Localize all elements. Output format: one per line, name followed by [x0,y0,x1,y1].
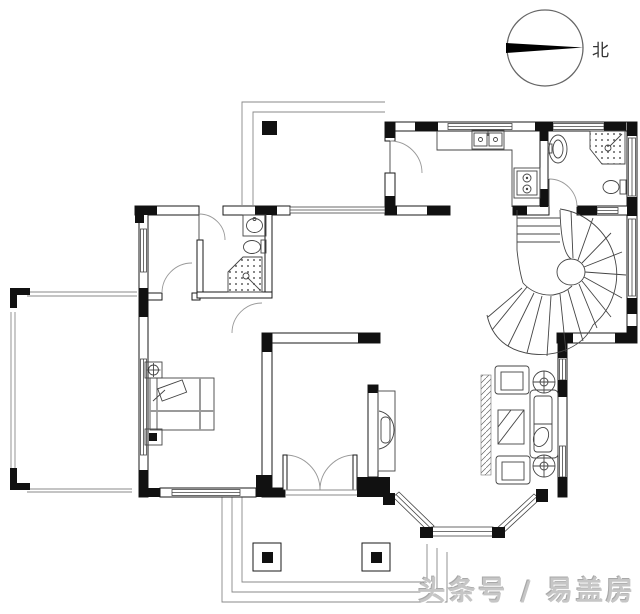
kitchen-sink-icon [471,129,505,150]
pedestal-sink-icon [547,134,568,164]
watermark: 头条号 / 易盖房 [418,576,636,607]
bathroom-small [227,214,267,293]
coffee-table-icon [497,409,525,445]
porch-column [361,542,391,572]
terrace-column [262,121,277,135]
terrace-top-outline [241,101,385,205]
entry-double-door [282,454,358,496]
sofa-icon [529,389,559,459]
living-room [377,365,559,485]
armchair-icon [494,365,530,395]
sink-icon [242,214,267,237]
porch-column [252,542,282,572]
armchair-icon [495,455,531,485]
kitchen-door [389,140,423,174]
bathroom-top-door [548,178,578,208]
side-table-icon [532,454,556,478]
terrace-corner-columns [10,288,30,490]
hall-door [161,262,193,294]
toilet-icon [243,239,267,254]
wall-columns [135,122,637,497]
stove-icon [513,167,541,199]
doors [161,140,578,496]
kitchen-counter [436,131,513,207]
bathroom-small-door [198,213,226,241]
north-label: 北 [592,41,609,61]
nightstand-icon [144,428,163,446]
tv-cabinet-icon [377,390,396,472]
north-compass: 北 [506,9,609,87]
corner-shower-icon [227,256,263,293]
nightstand-icon [144,361,163,379]
north-arrow-icon [506,43,583,53]
windows [140,123,636,496]
corner-shower-icon [589,130,626,165]
bed-icon [149,377,215,431]
spiral-staircase [486,208,627,357]
bedroom [144,361,215,446]
bathroom-top [547,130,627,195]
rug-edge [480,374,492,476]
kitchen [436,129,541,207]
side-table-icon [532,370,556,394]
toilet-icon [602,179,627,195]
entry-porch [221,497,448,603]
bay-window [383,489,548,538]
bedroom-door [231,302,263,334]
terrace-left [10,288,137,493]
